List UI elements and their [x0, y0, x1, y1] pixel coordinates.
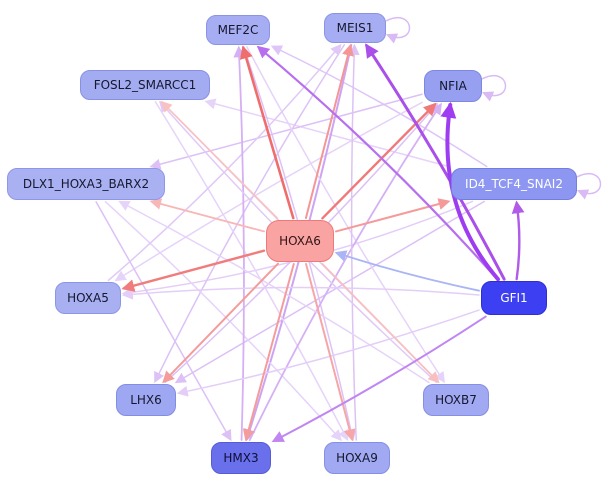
edge-meis1-lhx6: [154, 44, 345, 384]
edge-nfia-dlx1_hoxa3_barx2: [149, 93, 423, 170]
node-label: FOSL2_SMARCC1: [93, 78, 197, 92]
node-label: HOXA6: [279, 234, 321, 248]
node-hoxa5[interactable]: HOXA5: [55, 282, 121, 314]
node-nfia[interactable]: NFIA: [424, 70, 482, 102]
node-hoxa6[interactable]: HOXA6: [266, 220, 334, 262]
node-dlx1_hoxa3_barx2[interactable]: DLX1_HOXA3_BARX2: [7, 168, 165, 200]
node-id4_tcf4_snai2[interactable]: ID4_TCF4_SNAI2: [451, 168, 577, 200]
node-label: MEF2C: [217, 23, 259, 37]
node-lhx6[interactable]: LHX6: [116, 384, 176, 416]
node-label: MEIS1: [336, 21, 374, 35]
self-loop-id4_tcf4_snai2: [576, 173, 602, 200]
node-label: HMX3: [223, 451, 259, 465]
node-label: LHX6: [130, 393, 162, 407]
node-mef2c[interactable]: MEF2C: [206, 15, 270, 45]
edge-gfi1-mef2c: [256, 45, 499, 281]
node-label: NFIA: [439, 79, 467, 93]
node-label: DLX1_HOXA3_BARX2: [22, 177, 150, 191]
edge-hoxa6-hoxa5: [121, 249, 266, 292]
node-meis1[interactable]: MEIS1: [324, 13, 386, 43]
edge-hoxa6-id4_tcf4_snai2: [334, 198, 451, 233]
self-loop-meis1: [385, 17, 411, 44]
node-fosl2_smarcc1[interactable]: FOSL2_SMARCC1: [80, 70, 210, 100]
edge-mef2c-hoxb7: [246, 46, 445, 384]
edge-gfi1-meis1: [365, 43, 506, 281]
edge-id4_tcf4_snai2-fosl2_smarcc1: [204, 98, 451, 168]
edge-gfi1-id4_tcf4_snai2: [511, 200, 525, 281]
node-label: HOXA5: [67, 291, 109, 305]
edge-hoxa6-mef2c: [239, 45, 295, 220]
node-hoxa9[interactable]: HOXA9: [324, 442, 390, 474]
edge-fosl2_smarcc1-hoxa9: [154, 101, 349, 442]
edge-gfi1-hoxa5: [121, 286, 480, 300]
edge-gfi1-hmx3: [271, 315, 487, 443]
node-label: ID4_TCF4_SNAI2: [465, 177, 563, 191]
edge-hoxa6-hmx3: [242, 262, 295, 442]
node-label: HOXA9: [336, 451, 378, 465]
self-loop-nfia: [481, 75, 507, 102]
edge-hmx3-mef2c: [233, 45, 246, 441]
edge-gfi1-nfia: [440, 101, 501, 282]
edge-gfi1-hoxa6: [334, 250, 480, 292]
edge-id4_tcf4_snai2-mef2c: [270, 45, 488, 168]
node-hmx3[interactable]: HMX3: [211, 442, 271, 474]
edge-hoxa6-nfia: [321, 102, 437, 220]
node-label: GFI1: [500, 291, 528, 305]
node-label: HOXB7: [435, 393, 477, 407]
edge-dlx1_hoxa3_barx2-hmx3: [95, 201, 232, 442]
edge-hoxa6-fosl2_smarcc1: [160, 100, 279, 220]
edge-hoxa6-hoxa9: [305, 262, 356, 442]
node-hoxb7[interactable]: HOXB7: [423, 384, 489, 416]
edge-hoxa9-meis1: [348, 43, 360, 441]
edge-hoxa6-hoxb7: [321, 262, 440, 384]
node-gfi1[interactable]: GFI1: [481, 281, 547, 315]
edge-hmx3-nfia: [248, 102, 442, 442]
edge-hoxa6-lhx6: [162, 262, 279, 384]
edge-hoxa6-meis1: [304, 43, 354, 220]
edge-id4_tcf4_snai2-lhx6: [174, 200, 485, 384]
edge-nfia-hoxa5: [114, 101, 423, 282]
edge-hoxa6-dlx1_hoxa3_barx2: [149, 198, 265, 233]
